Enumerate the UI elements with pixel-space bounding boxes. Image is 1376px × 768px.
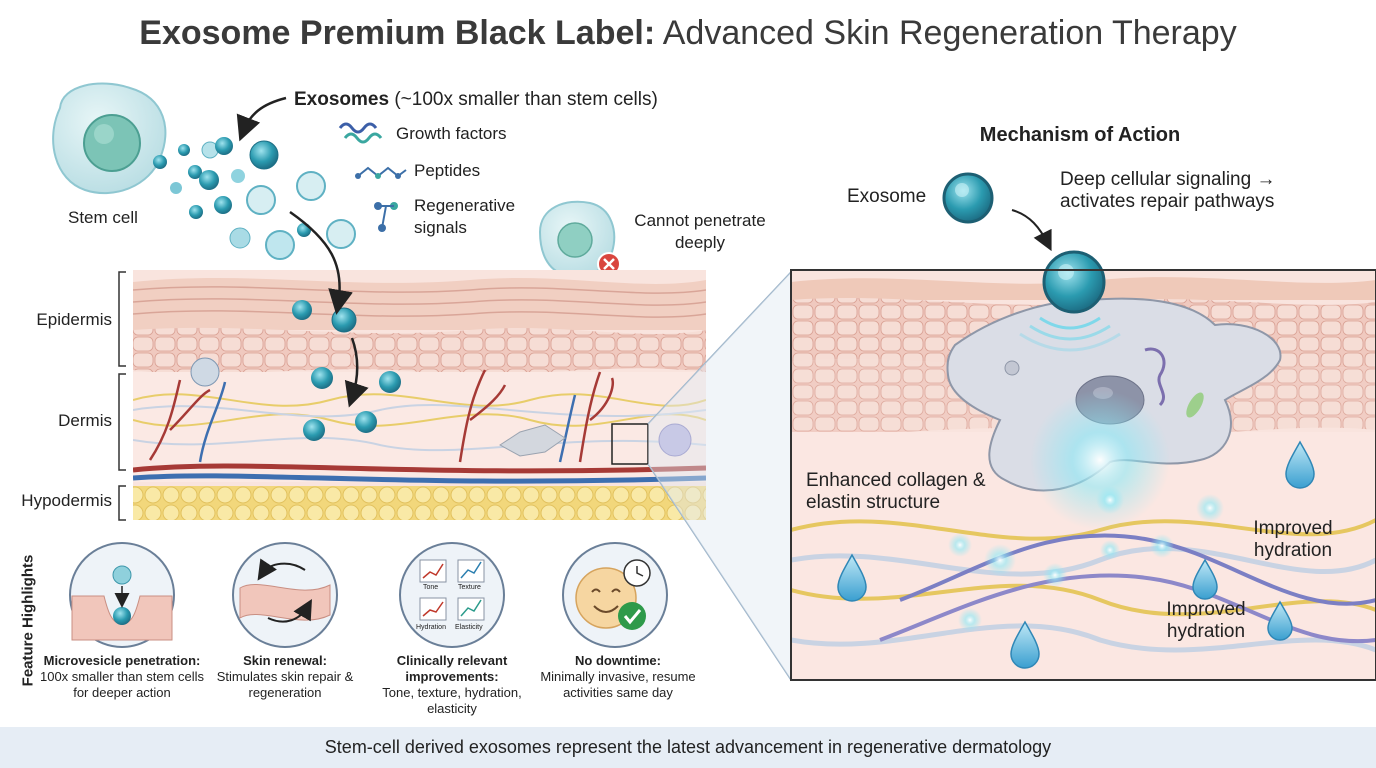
- feature-no-downtime-text: Minimally invasive, resume activities sa…: [540, 669, 696, 700]
- title-bold: Exosome Premium Black Label:: [139, 14, 656, 52]
- docking-arrow: [1011, 209, 1052, 252]
- mini-label-texture: Texture: [458, 584, 481, 591]
- docking-exosome: [1042, 250, 1106, 314]
- signaling-label: Deep cellular signaling → activates repa…: [1060, 169, 1276, 212]
- feature-no-downtime: No downtime: Minimally invasive, resume …: [528, 653, 708, 701]
- hydration-droplets: [837, 440, 1315, 669]
- title-rest: Advanced Skin Regeneration Therapy: [655, 14, 1237, 52]
- exosome-icon: [942, 172, 994, 224]
- layer-brackets: [118, 271, 126, 521]
- mechanism-title: Mechanism of Action: [979, 124, 1181, 146]
- cannot-penetrate-label: Cannot penetrate deeply: [634, 211, 766, 252]
- no-downtime-feature-icon: [562, 542, 668, 648]
- layer-epidermis: Epidermis: [36, 310, 112, 329]
- page-title: Exosome Premium Black Label: Advanced Sk…: [0, 14, 1376, 53]
- feature-penetration-text: 100x smaller than stem cells for deeper …: [39, 669, 204, 700]
- feature-penetration: Microvesicle penetration: 100x smaller t…: [32, 653, 212, 701]
- mini-label-elasticity: Elasticity: [455, 624, 483, 631]
- stem-cell-graphic: [52, 82, 167, 195]
- feature-improvements-text: Tone, texture, hydration, elasticity: [382, 685, 522, 716]
- footer-banner: Stem-cell derived exosomes represent the…: [0, 727, 1376, 768]
- layer-dermis: Dermis: [58, 411, 112, 430]
- feature-penetration-title: Microvesicle penetration:: [43, 653, 201, 668]
- feature-renewal: Skin renewal: Stimulates skin repair & r…: [195, 653, 375, 701]
- growth-factors-icon: [338, 122, 383, 144]
- skin-cross-section: [133, 270, 706, 520]
- exosomes-bold: Exosomes: [294, 89, 390, 110]
- mini-label-hydration: Hydration: [416, 624, 446, 631]
- regenerative-signals-icon: [374, 202, 398, 232]
- zoom-wedge: [648, 272, 791, 680]
- penetration-feature-icon: [69, 542, 175, 648]
- exosome-cluster: [153, 137, 356, 260]
- mechanism-frame: [790, 269, 1376, 681]
- exosomes-label: Exosomes (~100x smaller than stem cells): [294, 89, 658, 111]
- collagen-label: Enhanced collagen & elastin structure: [806, 470, 986, 513]
- feature-renewal-text: Stimulates skin repair & regeneration: [216, 669, 354, 700]
- large-stem-cell: [538, 200, 616, 278]
- feature-no-downtime-title: No downtime:: [575, 653, 661, 668]
- penetration-arrow-1: [289, 210, 353, 315]
- feature-renewal-title: Skin renewal:: [243, 653, 327, 668]
- zoom-lines: [647, 271, 792, 681]
- feature-improvements: Clinically relevant improvements: Tone, …: [362, 653, 542, 717]
- exosomes-size-note: (~100x smaller than stem cells): [389, 89, 658, 110]
- exosome-pointer-arrow: [236, 96, 287, 142]
- penetration-arrow-2: [344, 337, 369, 408]
- peptides-icon: [355, 166, 407, 179]
- blocked-icon: [597, 252, 621, 276]
- improvements-feature-icon: [399, 542, 505, 648]
- cargo-regenerative-signals: Regenerative signals: [414, 196, 516, 237]
- cargo-growth-factors: Growth factors: [396, 124, 507, 143]
- mini-label-tone: Tone: [423, 584, 439, 591]
- stem-cell-label: Stem cell: [68, 208, 138, 227]
- skin-renewal-feature-icon: [232, 542, 338, 648]
- exosome-label: Exosome: [847, 186, 927, 207]
- hydration-label-2: Improved hydration: [1166, 599, 1246, 642]
- feature-improvements-title: Clinically relevant improvements:: [396, 653, 508, 684]
- hydration-label-1: Improved hydration: [1253, 518, 1333, 561]
- layer-hypodermis: Hypodermis: [21, 491, 112, 510]
- cargo-peptides: Peptides: [414, 161, 481, 180]
